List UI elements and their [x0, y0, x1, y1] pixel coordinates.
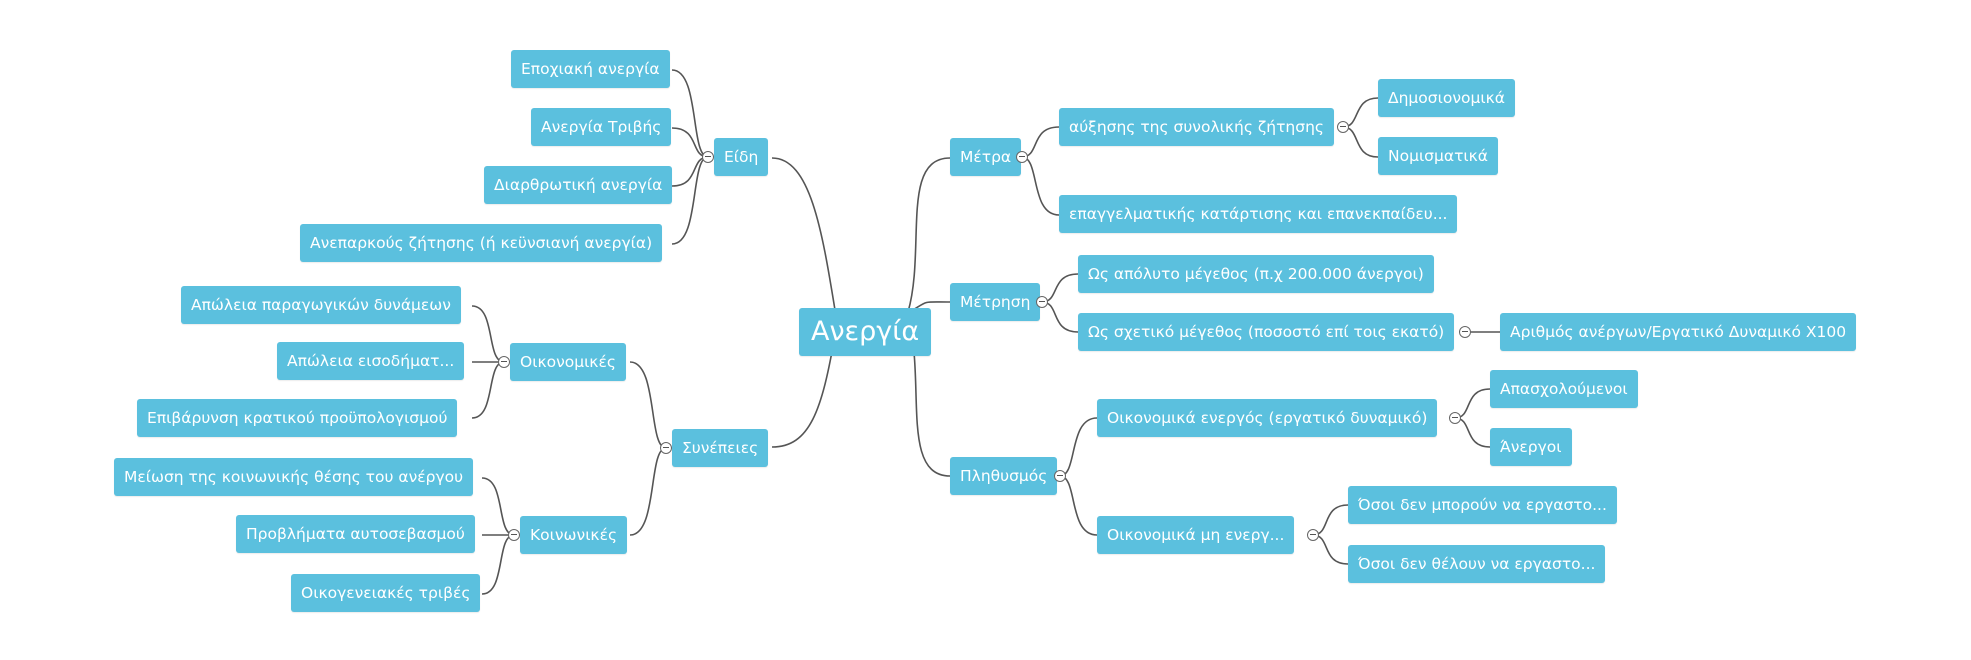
- node-epivarynsi-proypologismou[interactable]: Επιβάρυνση κρατικού προϋπολογισμού: [137, 399, 458, 437]
- node-apolyto-megethos[interactable]: Ως απόλυτο μέγεθος (π.χ 200.000 άνεργοι): [1078, 255, 1434, 293]
- node-synepeies[interactable]: Συνέπειες: [672, 429, 769, 467]
- collapse-toggle-icon[interactable]: [1036, 296, 1048, 308]
- node-ayxisi-zitisis[interactable]: αύξησης της συνολικής ζήτησης: [1059, 108, 1334, 146]
- collapse-toggle-icon[interactable]: [498, 356, 510, 368]
- node-apasxoloumenoi[interactable]: Απασχολούμενοι: [1490, 370, 1638, 408]
- collapse-toggle-icon[interactable]: [1337, 121, 1349, 133]
- node-anepparkous-zitisis[interactable]: Ανεπαρκούς ζήτησης (ή κεϋνσιανή ανεργία): [300, 224, 663, 262]
- node-anergoi[interactable]: Άνεργοι: [1490, 428, 1572, 466]
- node-provlimata-aftosevasmou[interactable]: Προβλήματα αυτοσεβασμού: [236, 515, 475, 553]
- collapse-toggle-icon[interactable]: [702, 151, 714, 163]
- collapse-toggle-icon[interactable]: [508, 529, 520, 541]
- node-plithysmos[interactable]: Πληθυσμός: [950, 457, 1058, 495]
- node-metra[interactable]: Μέτρα: [950, 138, 1022, 176]
- collapse-toggle-icon[interactable]: [1307, 529, 1319, 541]
- node-oikonomikes[interactable]: Οικονομικές: [510, 343, 626, 381]
- node-dimosionomika[interactable]: Δημοσιονομικά: [1378, 79, 1515, 117]
- node-osoi-den-theloun[interactable]: Όσοι δεν θέλουν να εργαστο...: [1348, 545, 1606, 583]
- collapse-toggle-icon[interactable]: [1054, 470, 1066, 482]
- node-koinonikes[interactable]: Κοινωνικές: [520, 516, 628, 554]
- root-node[interactable]: Ανεργία: [799, 308, 932, 356]
- node-arithmos-anergon[interactable]: Αριθμός ανέργων/Εργατικό Δυναμικό Χ100: [1500, 313, 1857, 351]
- node-nomismatika[interactable]: Νομισματικά: [1378, 137, 1499, 175]
- collapse-toggle-icon[interactable]: [1449, 412, 1461, 424]
- collapse-toggle-icon[interactable]: [1459, 326, 1471, 338]
- node-epaggelmatiki-katartisi[interactable]: επαγγελματικής κατάρτισης και επανεκπαίδ…: [1059, 195, 1458, 233]
- node-oikonomika-energos[interactable]: Οικονομικά ενεργός (εργατικό δυναμικό): [1097, 399, 1438, 437]
- node-osoi-den-mporoun[interactable]: Όσοι δεν μπορούν να εργαστο...: [1348, 486, 1617, 524]
- collapse-toggle-icon[interactable]: [1016, 151, 1028, 163]
- node-meiosi-koinonikis-thesis[interactable]: Μείωση της κοινωνικής θέσης του ανέργου: [114, 458, 474, 496]
- node-apoleia-eisodimatos[interactable]: Απώλεια εισοδήματ...: [277, 342, 465, 380]
- node-metrisi[interactable]: Μέτρηση: [950, 283, 1041, 321]
- node-eidi[interactable]: Είδη: [714, 138, 769, 176]
- node-oikogeneiakes-trives[interactable]: Οικογενειακές τριβές: [291, 574, 481, 612]
- collapse-toggle-icon[interactable]: [660, 442, 672, 454]
- node-diarthrotiki-anergia[interactable]: Διαρθρωτική ανεργία: [484, 166, 673, 204]
- node-anergia-trivis[interactable]: Ανεργία Τριβής: [531, 108, 672, 146]
- node-sxetiko-megethos[interactable]: Ως σχετικό μέγεθος (ποσοστό επί τοις εκα…: [1078, 313, 1455, 351]
- node-oikonomika-mi-energos[interactable]: Οικονομικά μη ενεργ...: [1097, 516, 1295, 554]
- node-apoleia-paragogikon[interactable]: Απώλεια παραγωγικών δυνάμεων: [181, 286, 461, 324]
- node-epoxiaki-anergia[interactable]: Εποχιακή ανεργία: [511, 50, 670, 88]
